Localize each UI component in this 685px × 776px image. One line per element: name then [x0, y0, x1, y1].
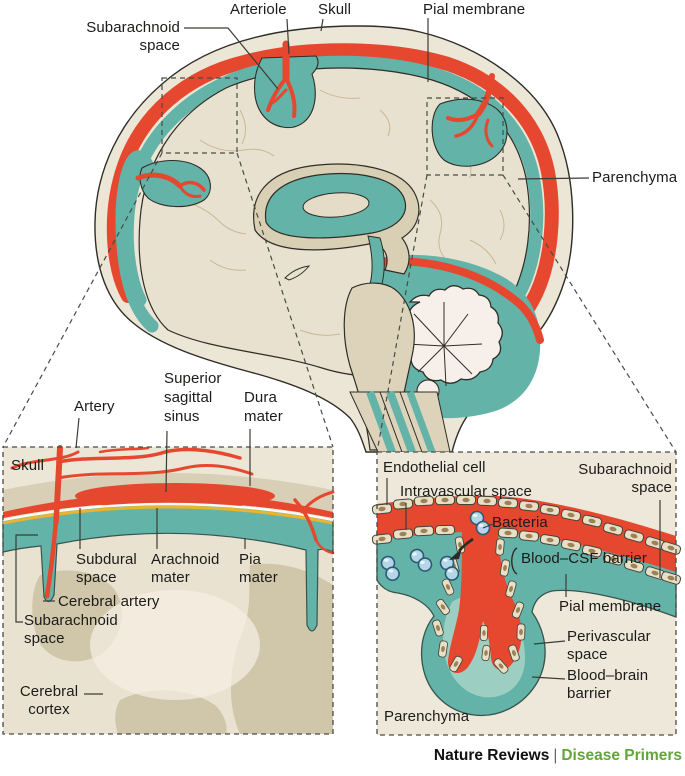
left-sulcus-vessels	[135, 159, 211, 208]
right-sulcus-vessels	[431, 73, 508, 167]
cerebral-artery-vessel	[44, 502, 60, 599]
label-skull-inset: Skull	[11, 457, 45, 474]
label-perivascular-space: Perivascular space	[567, 628, 651, 663]
leader-perivascular-space	[533, 640, 566, 645]
label-subarachnoid-space-left: Subarachnoid space	[24, 612, 118, 647]
blood-csf-barrier-bracket	[511, 547, 518, 575]
label-cerebral-cortex: Cerebral cortex	[19, 683, 79, 718]
label-subdural-space: Subdural space	[76, 551, 137, 586]
septum-island	[302, 192, 370, 218]
leader-bacteria	[482, 523, 494, 529]
left-inset-border	[2, 446, 334, 735]
label-skull-main: Skull	[318, 1, 352, 18]
arteriole-vessel	[266, 40, 297, 118]
zoom-connector-line	[236, 152, 334, 448]
subarachnoid-csf-layer	[115, 55, 544, 349]
leader-superior-sagittal-sinus	[165, 430, 168, 493]
label-blood-brain-barrier: Blood–brain barrier	[567, 667, 649, 702]
tentorium-dura	[376, 257, 544, 344]
label-artery: Artery	[74, 398, 115, 415]
leader-arteriole	[286, 18, 290, 55]
label-arachnoid-mater: Arachnoid mater	[151, 551, 220, 586]
label-cerebral-artery: Cerebral artery	[58, 593, 160, 610]
label-dura-mater: Dura mater	[244, 389, 283, 425]
label-subarachnoid-space-main: Subarachnoid space	[86, 19, 180, 54]
label-arteriole: Arteriole	[230, 1, 287, 18]
journal-credit: Nature Reviews|Disease Primers	[0, 747, 682, 765]
zoom-region-markers	[2, 77, 677, 453]
leader-skull-main	[320, 18, 324, 32]
leader-lines	[15, 18, 661, 695]
fornix-slit	[284, 265, 311, 281]
spinal-cord	[349, 390, 451, 454]
leader-subarachnoid-main	[184, 27, 279, 90]
journal-publication: Disease Primers	[561, 747, 682, 764]
cerebellum-folia-lines	[405, 302, 483, 387]
meninges-inset	[2, 445, 335, 735]
zoom-connector-line	[502, 174, 677, 453]
arachnoid-mater-line	[2, 505, 334, 525]
label-blood-csf-barrier: Blood–CSF barrier	[521, 550, 647, 567]
leader-artery	[75, 417, 80, 449]
label-superior-sagittal-sinus: Superior sagittal sinus	[164, 370, 222, 425]
label-parenchyma-main: Parenchyma	[592, 169, 678, 186]
zoom-box-left	[161, 77, 238, 154]
label-subarachnoid-space-right: Subarachnoid space	[578, 461, 672, 496]
head-sagittal-section	[2, 25, 677, 454]
label-pial-membrane-right: Pial membrane	[559, 598, 662, 615]
journal-separator: |	[553, 747, 558, 764]
zoom-box-right	[426, 97, 504, 176]
arteriole-sulcus	[253, 40, 319, 129]
label-bacteria: Bacteria	[492, 514, 548, 531]
zoom-connector-line	[2, 152, 163, 448]
zoom-connector-line	[376, 174, 428, 453]
leader-subarachnoid-left	[15, 534, 38, 623]
leader-blood-brain-barrier	[531, 676, 566, 680]
invasion-arrow	[449, 537, 474, 560]
label-intravascular-space: Intravascular space	[400, 483, 532, 500]
subdural-space-line	[2, 502, 334, 522]
label-endothelial-cell: Endothelial cell	[383, 459, 486, 476]
label-pia-mater: Pia mater	[239, 551, 278, 586]
label-parenchyma-right: Parenchyma	[384, 708, 470, 725]
leader-parenchyma-main	[517, 177, 590, 180]
barrier-inset	[371, 451, 682, 736]
penetrating-vessel	[447, 528, 522, 674]
journal-brand: Nature Reviews	[433, 747, 550, 764]
right-inset-border	[376, 451, 677, 736]
label-pial-membrane-main: Pial membrane	[423, 1, 526, 18]
meningeal-arteries	[10, 445, 335, 555]
